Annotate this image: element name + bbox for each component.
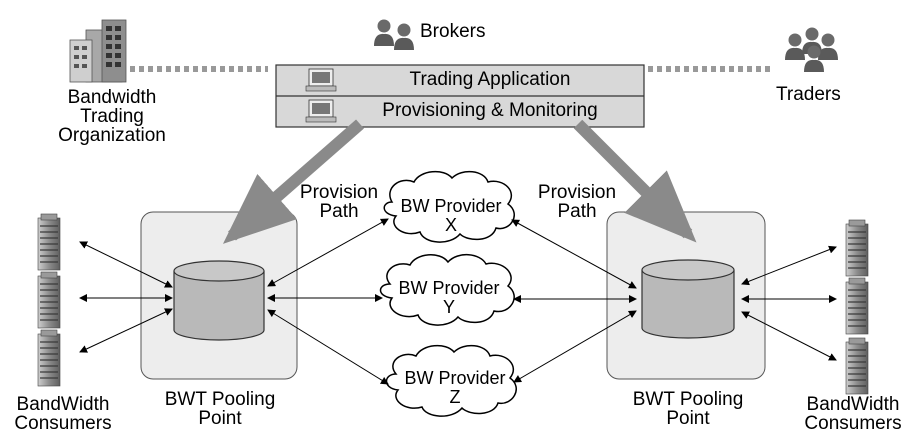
consumer-building-icon — [37, 213, 61, 271]
consumers-left-label: BandWidth Consumers — [4, 395, 122, 433]
traders-label: Traders — [776, 84, 841, 105]
consumer-building-icon — [37, 329, 61, 387]
cloud-provider-z — [385, 344, 517, 417]
application-box-text: Trading Application Provisioning & Monit… — [276, 65, 644, 127]
provider-x-label: BW Provider X — [388, 197, 514, 235]
provisioning-monitoring-row: Provisioning & Monitoring — [276, 97, 644, 127]
provisioning-monitoring-label: Provisioning & Monitoring — [382, 100, 598, 121]
consumers-label-line: Consumers — [14, 413, 112, 434]
provision-path-line: Path — [557, 201, 597, 222]
organization-label-line: Organization — [58, 125, 166, 146]
provider-z-label: BW Provider Z — [392, 369, 518, 407]
big-arrow-left — [222, 119, 364, 244]
trading-application-label: Trading Application — [409, 69, 571, 90]
traders-icon — [785, 27, 838, 72]
pooling-point-right-label: BWT Pooling Point — [616, 390, 760, 428]
brokers-icon — [374, 19, 414, 50]
pooling-label-line: BWT Pooling — [632, 389, 744, 410]
computer-icon — [305, 68, 337, 92]
consumer-building-icon — [845, 219, 869, 277]
provision-path-line: Provision — [537, 182, 617, 203]
provision-path-left-label: Provision Path — [292, 183, 386, 221]
provider-id: Z — [449, 387, 461, 407]
consumers-label-line: BandWidth — [16, 394, 110, 415]
organization-label: Bandwidth Trading Organization — [52, 88, 172, 145]
organization-building-icon — [69, 19, 127, 83]
consumer-building-icon — [37, 271, 61, 329]
pooling-label-line: Point — [198, 408, 242, 429]
pooling-label-line: BWT Pooling — [164, 389, 276, 410]
database-cylinder-right — [641, 259, 735, 339]
computer-icon — [305, 99, 337, 123]
database-cylinder-left — [173, 260, 265, 341]
provision-path-line: Path — [319, 201, 359, 222]
organization-label-line: Bandwidth — [67, 87, 157, 108]
cloud-provider-y — [379, 254, 515, 326]
consumer-building-icon — [845, 277, 869, 335]
provider-name: BW Provider — [400, 196, 502, 216]
pooling-label-line: Point — [666, 408, 710, 429]
provider-name: BW Provider — [398, 278, 500, 298]
trading-application-row: Trading Application — [276, 66, 644, 96]
consumers-right-label: BandWidth Consumers — [794, 395, 912, 433]
provision-path-line: Provision — [299, 182, 379, 203]
connector-arrows — [79, 218, 837, 385]
brokers-label: Brokers — [420, 21, 486, 42]
organization-label-line: Trading — [80, 106, 144, 127]
consumers-label-line: BandWidth — [806, 394, 900, 415]
consumer-building-icon — [845, 337, 869, 395]
application-box — [275, 64, 645, 128]
provider-id: X — [444, 215, 457, 235]
consumers-label-line: Consumers — [804, 413, 902, 434]
pooling-point-left-label: BWT Pooling Point — [148, 390, 292, 428]
provider-name: BW Provider — [404, 368, 506, 388]
provider-y-label: BW Provider Y — [386, 279, 512, 317]
provision-path-right-label: Provision Path — [530, 183, 624, 221]
provider-id: Y — [442, 297, 455, 317]
big-arrow-right — [573, 119, 697, 243]
